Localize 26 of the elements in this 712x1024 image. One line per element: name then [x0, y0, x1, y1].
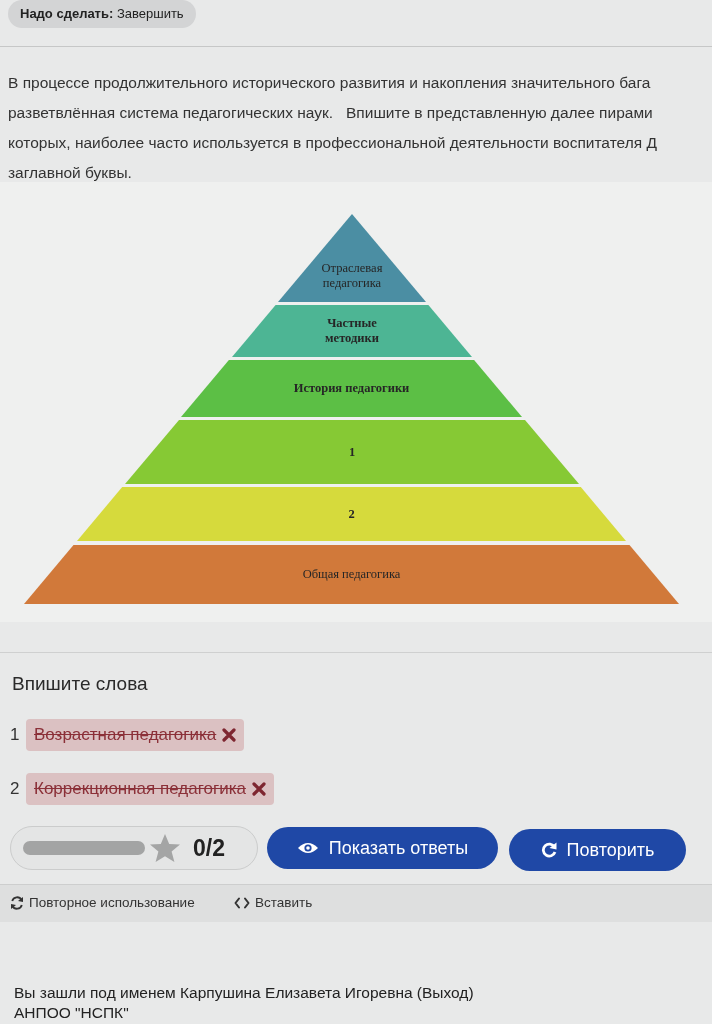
embed-link: Вставить [234, 895, 313, 910]
answer-field: Возрастная педагогика [26, 719, 245, 751]
organization-name: АНПОО "НСПК" [14, 1003, 129, 1022]
pyramid-layer [77, 487, 626, 541]
layer-label: Общая педагогика [302, 567, 401, 582]
section-heading: Впишите слова [12, 673, 148, 695]
todo-status: Надо сделать: Завершить [8, 0, 196, 28]
layer-label: История педагогики [293, 381, 410, 396]
pyramid-layer [232, 305, 472, 357]
pyramid-layer [278, 214, 426, 302]
layer-label: Отраслевая педагогика [320, 261, 384, 291]
login-info-text: Вы зашли под именем Карпушина Елизавета Игоревна (Выход) [14, 983, 474, 1002]
retry-button: Повторить [509, 829, 686, 871]
show-answers-button: Показать ответы [267, 827, 498, 869]
score-text: 0/2 [193, 835, 225, 862]
reuse-link: Повторное использование [10, 895, 195, 910]
answer-field: Коррекционная педагогика [26, 773, 274, 805]
pyramid-layer [181, 360, 522, 417]
pyramid-layer [125, 420, 579, 484]
layer-label: 2 [348, 506, 355, 522]
task-instructions: В процессе продолжительного исторического развития и накопления значительного бага разветвлённая система педагогических наук. Впишите в представленную далее пирами которых, наиболее часто используется в профессиональной деятельности воспитателя Д заглавной буквы. [8, 73, 658, 183]
row-number: 2 [10, 779, 20, 799]
layer-label: 1 [348, 444, 356, 460]
row-number: 1 [10, 725, 20, 745]
pyramid-layer [24, 545, 679, 604]
layer-label: Частные методики [324, 316, 380, 346]
